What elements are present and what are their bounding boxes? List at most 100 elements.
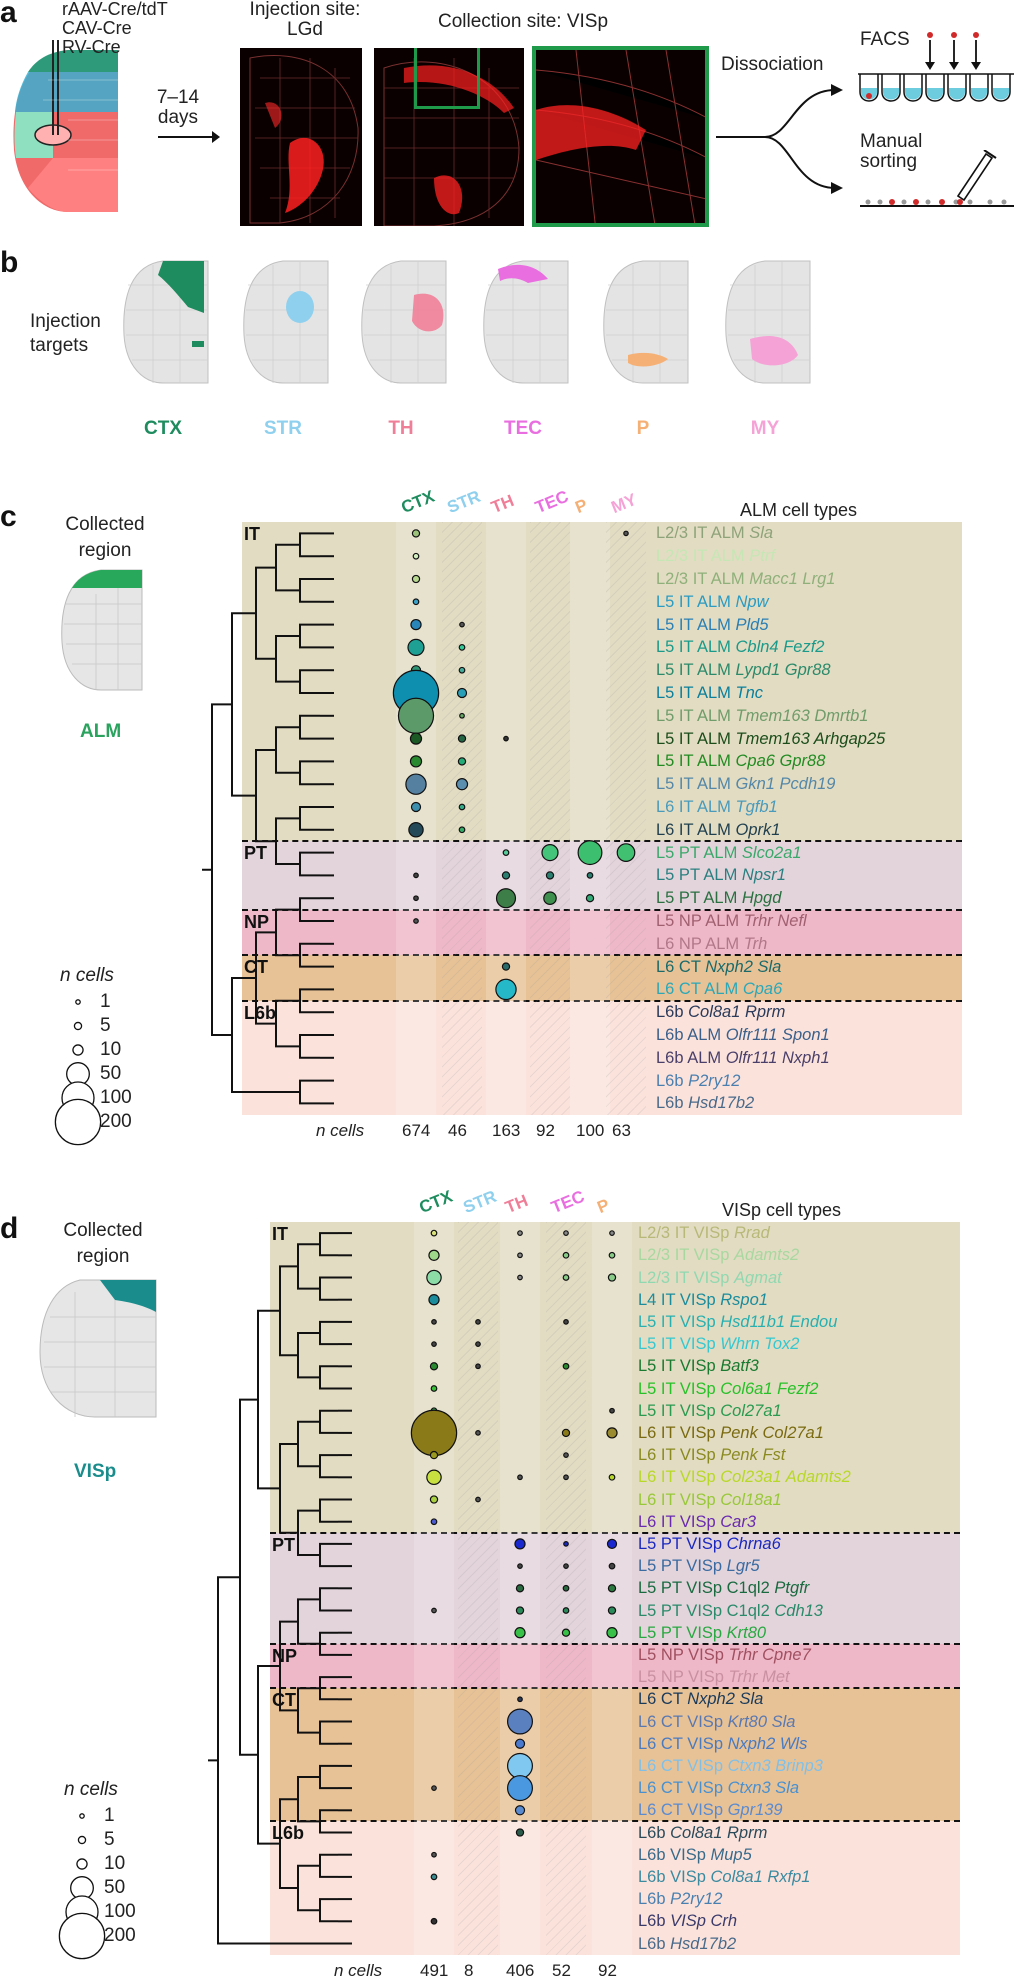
- cell-type-gene: Lypd1 Gpr88: [735, 661, 831, 680]
- brain-section-str: [243, 260, 329, 384]
- dissociation-label: Dissociation: [721, 54, 824, 75]
- cell-type-label: L5 IT ALM Tnc: [656, 682, 763, 704]
- column-stripe: [530, 522, 570, 1115]
- cell-type-prefix: L5 IT ALM: [656, 684, 736, 702]
- column-header-my: MY: [608, 489, 640, 518]
- cell-type-label: L5 PT VISp C1ql2 Ptgfr: [638, 1577, 809, 1599]
- cell-type-prefix: L6b VISp: [638, 1867, 711, 1886]
- cell-type-label: L2/3 IT VISp Agmat: [638, 1267, 782, 1289]
- n-cells-count: 63: [612, 1120, 631, 1140]
- cell-type-gene: Macc1 Lrg1: [749, 570, 836, 588]
- class-band-np: [270, 1643, 960, 1689]
- manual-sorting-illustration: [860, 150, 1014, 207]
- cell-type-prefix: L6b: [638, 1823, 671, 1842]
- cell-type-gene: Nxph2 Sla: [705, 957, 782, 976]
- cell-type-prefix: L6 NP ALM: [656, 934, 744, 953]
- legend-value: 200: [100, 1111, 132, 1132]
- legend-value: 50: [100, 1063, 122, 1084]
- class-label-pt: PT: [272, 1534, 296, 1555]
- cell-type-prefix: L6 IT VISp: [638, 1446, 721, 1465]
- cell-type-prefix: L5 IT VISp: [638, 1401, 721, 1420]
- class-band-l6b: [270, 1821, 960, 1955]
- micrograph-collection: [374, 48, 524, 226]
- cell-type-prefix: L5 PT VISp C1ql2: [638, 1601, 775, 1620]
- n-cells-label: n cells: [334, 1960, 383, 1980]
- zoom-box: [414, 48, 480, 109]
- cell-type-gene: Tmem163 Dmrtb1: [735, 706, 869, 725]
- legend-value: 5: [104, 1829, 115, 1850]
- manual-sorting-label: Manual sorting: [860, 132, 922, 172]
- cell-type-label: L2/3 IT ALM Macc1 Lrg1: [656, 568, 835, 590]
- class-band-it: [242, 522, 962, 842]
- cell-type-label: L6 IT VISp Col23a1 Adamts2: [638, 1466, 851, 1488]
- cell-type-label: L5 PT VISp Lgr5: [638, 1555, 760, 1577]
- collected-2: region: [76, 1246, 130, 1267]
- cell-type-label: L5 PT ALM Npsr1: [656, 864, 786, 886]
- legend-value: 5: [100, 1015, 111, 1036]
- cell-type-label: L5 IT ALM Gkn1 Pcdh19: [656, 773, 835, 795]
- cell-type-prefix: L2/3 IT VISp: [638, 1224, 735, 1243]
- cell-type-gene: Hpgd: [741, 889, 782, 908]
- chart-title: VISp cell types: [722, 1200, 842, 1220]
- column-header-p: P: [572, 495, 591, 518]
- cell-type-gene: Whrn Tox2: [720, 1335, 800, 1354]
- class-band-ct: [242, 955, 962, 1001]
- legend-circle: [72, 1044, 84, 1056]
- cell-type-gene: Tgfb1: [735, 798, 778, 816]
- cell-type-label: L4 IT VISp Rspo1: [638, 1289, 768, 1311]
- cell-type-label: L6b VISp Crh: [638, 1910, 737, 1932]
- cell-type-prefix: L5 PT VISp: [638, 1623, 727, 1642]
- class-band-np: [242, 909, 962, 956]
- target-label-ctx: CTX: [144, 418, 182, 439]
- cell-type-label: L2/3 IT VISp Rrad: [638, 1222, 770, 1244]
- n-cells-count: 46: [448, 1120, 467, 1140]
- cell-type-gene: Npw: [735, 592, 769, 611]
- injection-targets-2: targets: [30, 335, 89, 356]
- target-label-p: P: [636, 418, 650, 439]
- column-stripe: [458, 1222, 498, 1955]
- injection-site-name: LGd: [287, 19, 323, 40]
- cell-type-gene: Sla: [749, 524, 774, 543]
- brain-section-a: [13, 40, 118, 212]
- cell-type-prefix: L2/3 IT ALM: [656, 570, 750, 588]
- cell-type-gene: Penk Col27a1: [720, 1423, 824, 1442]
- class-band-l6b: [242, 1000, 962, 1115]
- cell-type-gene: Cpa6 Gpr88: [735, 752, 826, 771]
- cell-type-gene: Nxph2 Wls: [727, 1734, 808, 1753]
- n-cells-count: 674: [402, 1120, 431, 1140]
- cell-type-gene: Hsd11b1 Endou: [720, 1312, 838, 1331]
- legend-value: 1: [104, 1805, 115, 1826]
- injection-site-title: Injection site:: [249, 0, 361, 20]
- column-stripe: [570, 522, 610, 1115]
- cell-type-prefix: L5 IT ALM: [656, 661, 736, 680]
- class-label-l6b: L6b: [244, 1002, 277, 1023]
- cell-type-prefix: L5 PT VISp C1ql2: [638, 1579, 775, 1598]
- cell-type-label: L5 IT VISp Batf3: [638, 1355, 759, 1377]
- legend-circle: [65, 1895, 99, 1929]
- panel-c-letter: c: [0, 500, 17, 533]
- legend-circle: [61, 1081, 95, 1115]
- n-cells-count: 100: [576, 1120, 605, 1140]
- class-divider: [270, 1642, 960, 1645]
- cell-type-gene: Col8a1 Rxfp1: [710, 1867, 811, 1886]
- cell-type-prefix: L5 NP VISp: [638, 1645, 729, 1664]
- cell-type-prefix: L6 CT VISp: [638, 1779, 728, 1798]
- collection-site-label: Collection site: VISp: [438, 11, 609, 32]
- cell-type-prefix: L5 NP ALM: [656, 912, 744, 930]
- cell-type-gene: Col23a1 Adamts2: [720, 1468, 851, 1487]
- cell-type-label: L5 IT ALM Tmem163 Dmrtb1: [656, 705, 868, 727]
- legend-circle: [79, 1813, 85, 1819]
- legend-value: 10: [104, 1853, 126, 1874]
- manual-sorting-2: sorting: [860, 151, 918, 172]
- legend-circle: [76, 1858, 88, 1870]
- n-cells-count: 8: [464, 1960, 474, 1980]
- cell-type-prefix: L6 CT: [656, 957, 706, 976]
- arrow-right-icon: [716, 136, 766, 138]
- legend-value: 1: [100, 991, 111, 1012]
- cell-type-prefix: L2/3 IT ALM: [656, 547, 750, 566]
- cell-type-label: L6b Hsd17b2: [656, 1092, 754, 1114]
- cell-type-gene: Trhr Met: [728, 1668, 790, 1687]
- target-label-tec: TEC: [504, 418, 542, 439]
- class-divider: [270, 1687, 960, 1690]
- column-stripe: [592, 1222, 632, 1955]
